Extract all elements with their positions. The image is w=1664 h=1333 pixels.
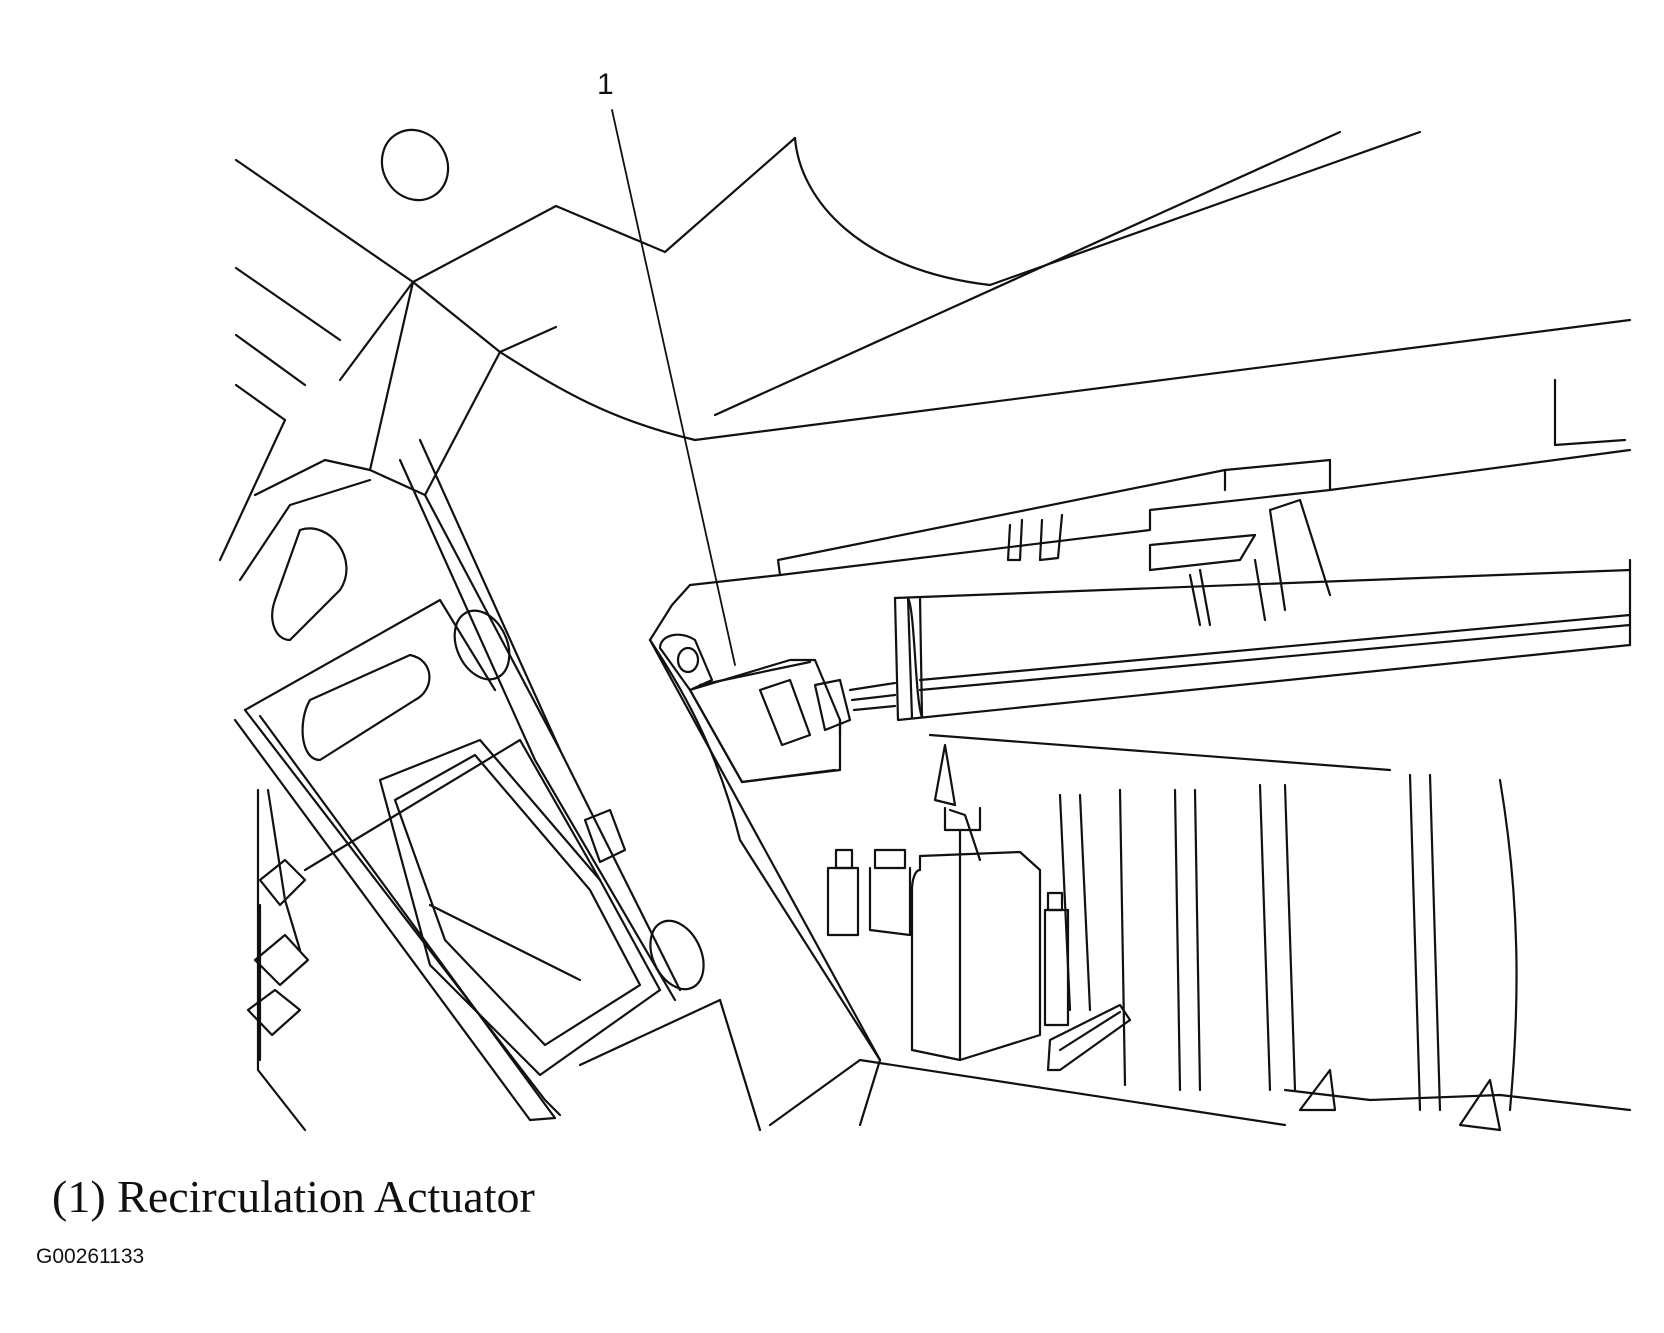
figure-id: G00261133 [36,1245,145,1268]
left-housing [218,418,722,1122]
recirculation-actuator [658,633,897,784]
lower-left-steps [246,788,310,1132]
figure-caption: (1) Recirculation Actuator [52,1171,535,1222]
callout-1-number: 1 [597,68,614,101]
lower-right-panel [1058,773,1632,1132]
right-ledge [778,378,1632,627]
upper-housing [234,128,1632,497]
duct-bar [893,558,1632,772]
callout-1-leader [611,109,736,666]
lower-components [826,743,1132,1072]
center-pillar [648,468,1287,1132]
